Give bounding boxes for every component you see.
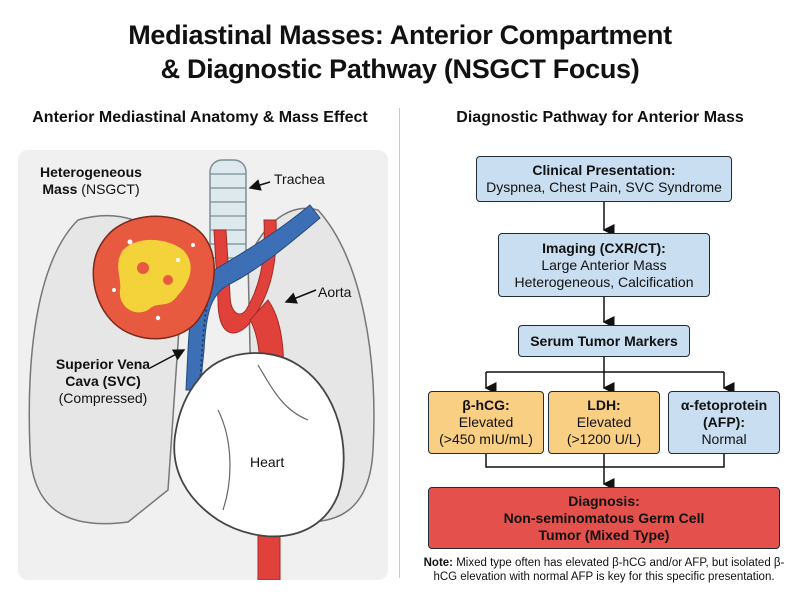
hcg-line-2: (>450 mIU/mL) bbox=[439, 431, 533, 447]
ldh-line-2: (>1200 U/L) bbox=[566, 431, 642, 447]
hcg-box: β-hCG: Elevated (>450 mIU/mL) bbox=[428, 391, 544, 454]
pathway-note: Note: Mixed type often has elevated β-hC… bbox=[418, 556, 790, 584]
trachea-pointer bbox=[248, 179, 271, 191]
svc-label: Superior Vena Cava (SVC) (Compressed) bbox=[44, 356, 162, 407]
branch-markers bbox=[486, 357, 724, 373]
anatomy-panel-title: Anterior Mediastinal Anatomy & Mass Effe… bbox=[32, 109, 368, 126]
panel-divider bbox=[399, 108, 400, 578]
afp-heading-2: (AFP): bbox=[703, 414, 745, 430]
ldh-heading: LDH: bbox=[587, 397, 621, 413]
heart-shape bbox=[173, 352, 345, 538]
page-title: Mediastinal Masses: Anterior Compartment… bbox=[0, 18, 800, 86]
ldh-box: LDH: Elevated (>1200 U/L) bbox=[548, 391, 660, 454]
anatomy-illustration bbox=[18, 150, 388, 580]
mass-necrotic-core bbox=[118, 239, 191, 313]
pathway-panel-title: Diagnostic Pathway for Anterior Mass bbox=[456, 109, 744, 126]
markers-heading: Serum Tumor Markers bbox=[530, 332, 678, 349]
afp-line-1: Normal bbox=[701, 431, 747, 447]
serum-markers-box: Serum Tumor Markers bbox=[518, 325, 690, 357]
aorta-label: Aorta bbox=[318, 284, 352, 300]
mass-label-rest: (NSGCT) bbox=[77, 181, 140, 197]
heart-label: Heart bbox=[250, 454, 285, 470]
diagnosis-line-1: Non-seminomatous Germ Cell bbox=[503, 509, 705, 526]
page-title-line-1: Mediastinal Masses: Anterior Compartment bbox=[128, 20, 672, 50]
afp-heading-1: α-fetoprotein bbox=[680, 397, 768, 413]
hcg-line-1: Elevated bbox=[458, 414, 514, 430]
clinical-heading: Clinical Presentation: bbox=[532, 162, 676, 178]
svc-pointer bbox=[149, 349, 186, 369]
trachea-label: Trachea bbox=[274, 171, 325, 187]
imaging-line-1: Large Anterior Mass bbox=[541, 256, 667, 273]
diagnosis-box: Diagnosis: Non-seminomatous Germ Cell Tu… bbox=[428, 487, 780, 549]
mass-label: Heterogeneous Mass (NSGCT) bbox=[36, 164, 146, 198]
clinical-text: Dyspnea, Chest Pain, SVC Syndrome bbox=[486, 179, 722, 195]
ldh-line-1: Elevated bbox=[576, 414, 632, 430]
aorta-shape bbox=[213, 219, 277, 334]
imaging-heading: Imaging (CXR/CT): bbox=[542, 239, 666, 256]
diagnosis-line-2: Tumor (Mixed Type) bbox=[538, 526, 670, 543]
aorta-pointer bbox=[284, 289, 317, 304]
svc-label-bold-1: Superior Vena bbox=[55, 356, 151, 372]
mass-label-bold-2: Mass bbox=[42, 181, 78, 197]
note-text: Mixed type often has elevated β-hCG and/… bbox=[433, 557, 785, 583]
svc-label-bold-2: Cava (SVC) bbox=[65, 373, 141, 389]
merge-markers bbox=[485, 454, 725, 468]
afp-box: α-fetoprotein (AFP): Normal bbox=[668, 391, 780, 454]
clinical-presentation-box: Clinical Presentation: Dyspnea, Chest Pa… bbox=[476, 156, 732, 202]
page-title-line-2: & Diagnostic Pathway (NSGCT Focus) bbox=[160, 54, 640, 84]
hcg-heading: β-hCG: bbox=[462, 397, 510, 413]
svc-label-rest: (Compressed) bbox=[58, 390, 148, 406]
imaging-line-2: Heterogeneous, Calcification bbox=[514, 273, 694, 290]
diagnosis-heading: Diagnosis: bbox=[568, 492, 640, 509]
mass-label-bold-1: Heterogeneous bbox=[40, 164, 142, 180]
imaging-box: Imaging (CXR/CT): Large Anterior Mass He… bbox=[498, 233, 710, 297]
note-label: Note: bbox=[423, 557, 453, 569]
